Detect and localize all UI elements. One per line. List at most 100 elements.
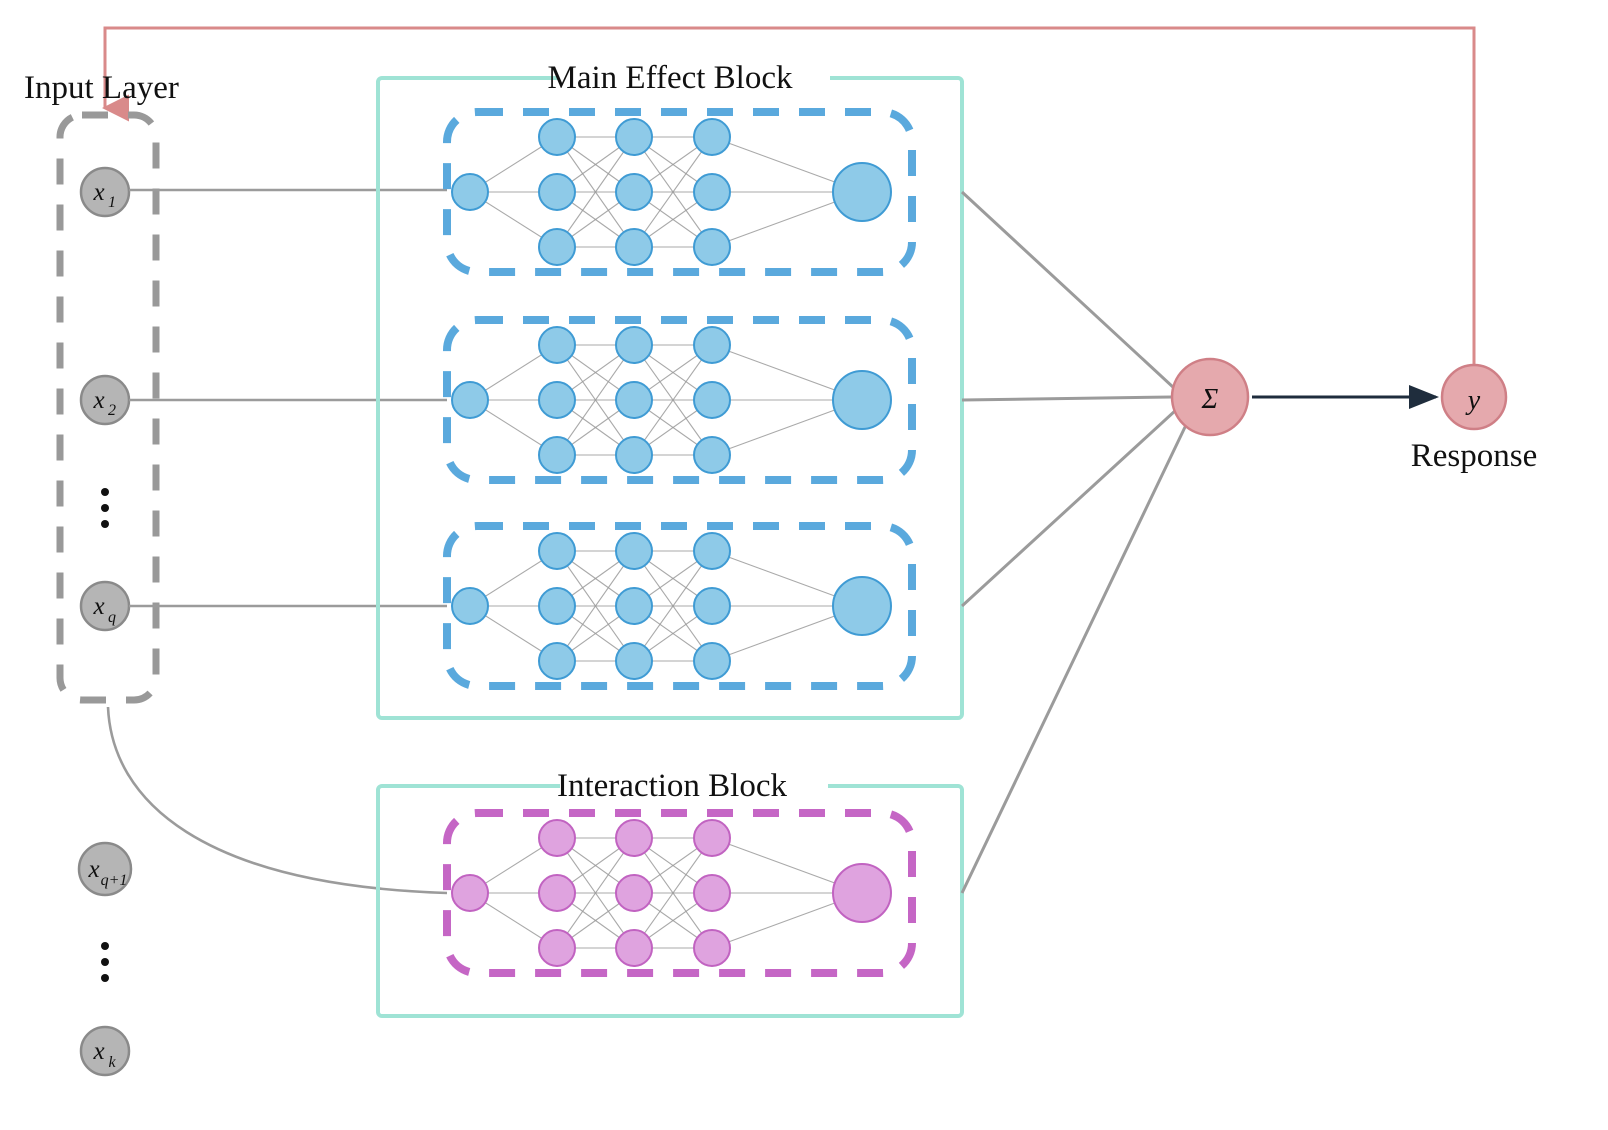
link-main-2-to-sum <box>961 395 1173 402</box>
subnet-input-node[interactable] <box>451 874 489 912</box>
subnet-input-node[interactable] <box>451 381 489 419</box>
subnet-edge <box>633 136 713 248</box>
subnet-hidden-node[interactable] <box>693 326 731 364</box>
subnet-hidden-node[interactable] <box>538 929 576 967</box>
subnet-hidden-node[interactable] <box>615 819 653 857</box>
subnet-hidden-node[interactable] <box>615 642 653 680</box>
subnet-main-2 <box>443 316 916 484</box>
sum-node-circle[interactable] <box>1170 357 1250 437</box>
subnet-edges <box>469 344 863 456</box>
subnet-edge <box>633 344 713 456</box>
subnet-edge <box>556 837 635 949</box>
feedback-loop <box>102 26 1476 365</box>
input-node-x2[interactable]: x 2 <box>79 374 131 426</box>
subnet-main-1 <box>443 108 916 276</box>
input-node-label-sub: 1 <box>108 194 116 211</box>
subnet-hidden-node[interactable] <box>538 118 576 156</box>
subnet-main-3 <box>443 522 916 690</box>
subnet-edge <box>633 837 713 949</box>
subnet-hidden-node[interactable] <box>693 587 731 625</box>
subnet-output-node[interactable] <box>832 863 892 923</box>
input-node-xq-plus-1[interactable]: x q+1 <box>77 841 133 897</box>
response-label: Response <box>1411 438 1538 474</box>
subnet-hidden-node[interactable] <box>538 436 576 474</box>
subnet-hidden-node[interactable] <box>538 532 576 570</box>
subnet-hidden-node[interactable] <box>693 118 731 156</box>
subnet-hidden-node[interactable] <box>693 642 731 680</box>
subnet-edges <box>469 550 863 662</box>
subnet-hidden-node[interactable] <box>538 228 576 266</box>
subnet-hidden-node[interactable] <box>693 173 731 211</box>
sum-node[interactable]: Σ <box>1170 357 1250 437</box>
response-node[interactable]: y Response <box>1411 363 1538 474</box>
interaction-block-title: Interaction Block <box>557 768 788 804</box>
subnet-input-node[interactable] <box>451 587 489 625</box>
subnet-hidden-node[interactable] <box>615 874 653 912</box>
main-effect-block: Main Effect Block <box>376 60 964 720</box>
subnet-hidden-node[interactable] <box>693 228 731 266</box>
subnet-hidden-node[interactable] <box>538 874 576 912</box>
link-main-1-to-sum <box>960 190 1176 390</box>
subnet-dashed-border <box>443 316 916 484</box>
vertical-dots-lower-icon <box>101 942 109 982</box>
subnet-hidden-node[interactable] <box>615 929 653 967</box>
subnet-edge <box>556 550 635 662</box>
subnet-hidden-node[interactable] <box>615 228 653 266</box>
input-nodes-group: x 1 x 2 x q x q+1 x k <box>77 166 133 1077</box>
interaction-block: Interaction Block <box>376 768 964 1018</box>
subnet-hidden-node[interactable] <box>538 326 576 364</box>
input-node-label-base: x <box>92 179 104 206</box>
subnet-hidden-node[interactable] <box>693 929 731 967</box>
subnet-output-node[interactable] <box>832 162 892 222</box>
input-node-circle[interactable] <box>79 1025 131 1077</box>
subnet-hidden-node[interactable] <box>693 874 731 912</box>
input-layer-box <box>56 111 160 704</box>
subnet-hidden-node[interactable] <box>538 819 576 857</box>
input-node-label-sub: k <box>108 1054 116 1071</box>
subnet-hidden-node[interactable] <box>615 381 653 419</box>
subnet-dashed-border <box>443 809 916 977</box>
subnet-output-node[interactable] <box>832 576 892 636</box>
subnet-hidden-node[interactable] <box>615 173 653 211</box>
input-node-x1[interactable]: x 1 <box>79 166 131 218</box>
subnet-edge <box>633 550 713 662</box>
subnet-dashed-border <box>443 108 916 276</box>
subnet-hidden-node[interactable] <box>693 532 731 570</box>
subnet-hidden-node[interactable] <box>693 819 731 857</box>
input-to-block-links <box>106 188 448 895</box>
feedback-arrow <box>102 26 1476 365</box>
subnet-hidden-node[interactable] <box>615 326 653 364</box>
link-main-3-to-sum <box>960 408 1178 608</box>
input-node-circle[interactable] <box>77 841 133 897</box>
subnet-edges <box>469 837 863 949</box>
subnet-hidden-node[interactable] <box>538 642 576 680</box>
subnet-output-node[interactable] <box>832 370 892 430</box>
subnet-hidden-node[interactable] <box>693 381 731 419</box>
subnet-hidden-node[interactable] <box>615 587 653 625</box>
interaction-block-border <box>376 784 964 1018</box>
subnet-input-node[interactable] <box>451 173 489 211</box>
input-node-circle[interactable] <box>79 580 131 632</box>
subnet-hidden-node[interactable] <box>615 436 653 474</box>
subnet-interaction-1 <box>443 809 916 977</box>
input-node-circle[interactable] <box>79 374 131 426</box>
input-node-label-sub: q <box>108 609 116 626</box>
response-node-label: y <box>1465 385 1481 416</box>
subnet-hidden-node[interactable] <box>538 381 576 419</box>
subnet-edges <box>469 136 863 248</box>
input-node-xk[interactable]: x k <box>79 1025 131 1077</box>
input-node-xq[interactable]: x q <box>79 580 131 632</box>
subnet-hidden-node[interactable] <box>615 118 653 156</box>
input-layer-group: Input Layer <box>24 70 179 704</box>
subnet-hidden-node[interactable] <box>693 436 731 474</box>
link-interaction-to-sum <box>960 424 1188 894</box>
input-layer-title: Input Layer <box>24 70 179 106</box>
subnet-hidden-node[interactable] <box>615 532 653 570</box>
subnet-hidden-node[interactable] <box>538 173 576 211</box>
input-node-circle[interactable] <box>79 166 131 218</box>
subnet-dashed-border <box>443 522 916 690</box>
input-node-label-base: x <box>92 387 104 414</box>
response-node-circle[interactable] <box>1440 363 1508 431</box>
subnet-hidden-node[interactable] <box>538 587 576 625</box>
